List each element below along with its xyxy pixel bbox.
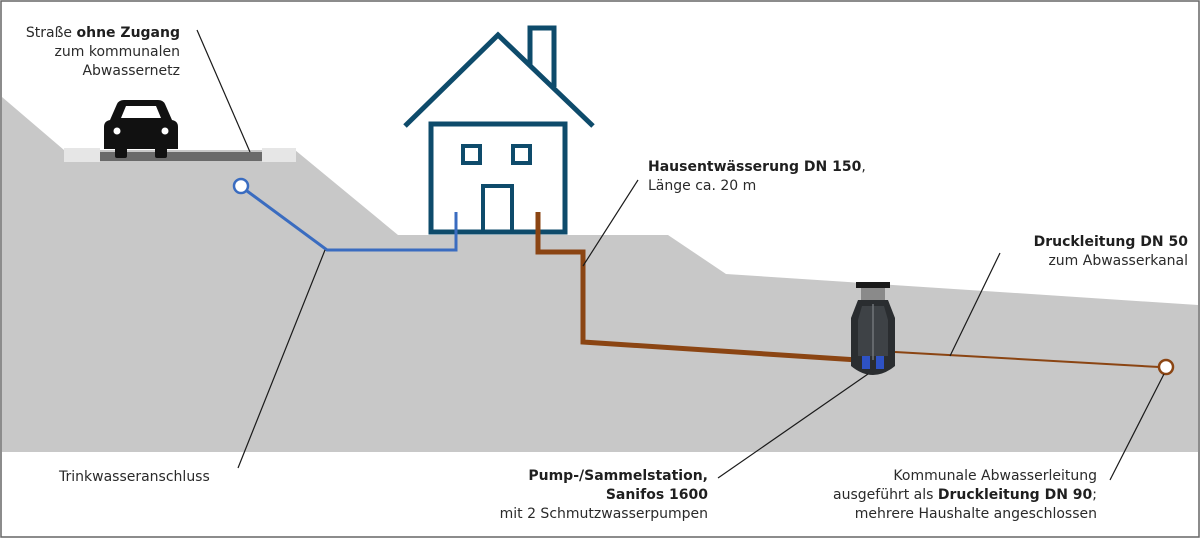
label-municipal-line3: mehrere Haushalte angeschlossen xyxy=(854,506,1097,522)
label-pump-station: Pump-/Sammelstation, Sanifos 1600 mit 2 … xyxy=(500,467,708,524)
ground xyxy=(2,97,1198,452)
leader-house-drain xyxy=(582,179,639,267)
label-house-drain: Hausentwässerung DN 150, Länge ca. 20 m xyxy=(648,158,866,196)
label-pump-station-line1-bold: Pump-/Sammelstation, xyxy=(528,468,708,484)
leader-road xyxy=(196,29,251,153)
label-pump-station-line3: mit 2 Schmutzwasserpumpen xyxy=(499,506,708,522)
label-pressure-line-line1-bold: Druckleitung DN 50 xyxy=(1033,234,1188,250)
label-municipal-line1: Kommunale Abwasserleitung xyxy=(893,468,1097,484)
label-house-drain-line2: Länge ca. 20 m xyxy=(648,178,757,194)
label-pump-station-line2-bold: Sanifos 1600 xyxy=(605,487,708,503)
label-house-drain-line1-post: , xyxy=(861,159,866,175)
label-water-connection: Trinkwasseranschluss xyxy=(59,468,210,487)
label-water-connection-text: Trinkwasseranschluss xyxy=(59,469,210,485)
label-road-line1-pre: Straße xyxy=(25,25,77,41)
label-municipal-line2-pre: ausgeführt als xyxy=(833,487,938,503)
label-municipal-line2-post: ; xyxy=(1092,487,1097,503)
municipal-connection-point xyxy=(1157,358,1175,376)
curb-right xyxy=(262,148,296,162)
leader-water-connection xyxy=(237,249,326,469)
water-connection-point xyxy=(232,177,250,195)
label-pressure-line: Druckleitung DN 50 zum Abwasserkanal xyxy=(1034,233,1188,271)
house-sewer-pipe xyxy=(535,212,859,363)
leader-municipal xyxy=(1109,373,1165,481)
leader-pressure-line xyxy=(949,252,1001,357)
pump-station-icon xyxy=(851,282,895,375)
car-icon xyxy=(104,100,178,158)
label-road: Straße ohne Zugang zum kommunalen Abwass… xyxy=(26,24,180,81)
label-house-drain-line1-bold: Hausentwässerung DN 150 xyxy=(648,159,862,175)
road-surface xyxy=(100,152,262,161)
label-road-line3: Abwassernetz xyxy=(82,63,180,79)
curb-left xyxy=(64,148,100,162)
pressure-line xyxy=(894,351,1160,368)
water-pipe xyxy=(246,189,458,252)
label-road-line2: zum kommunalen xyxy=(54,44,180,60)
label-road-line1-bold: ohne Zugang xyxy=(76,25,181,41)
label-municipal: Kommunale Abwasserleitung ausgeführt als… xyxy=(833,467,1097,524)
label-pressure-line-line2: zum Abwasserkanal xyxy=(1048,253,1188,269)
label-municipal-line2-bold: Druckleitung DN 90 xyxy=(937,487,1093,503)
house-icon xyxy=(403,25,595,235)
leader-pump-station xyxy=(717,373,869,479)
